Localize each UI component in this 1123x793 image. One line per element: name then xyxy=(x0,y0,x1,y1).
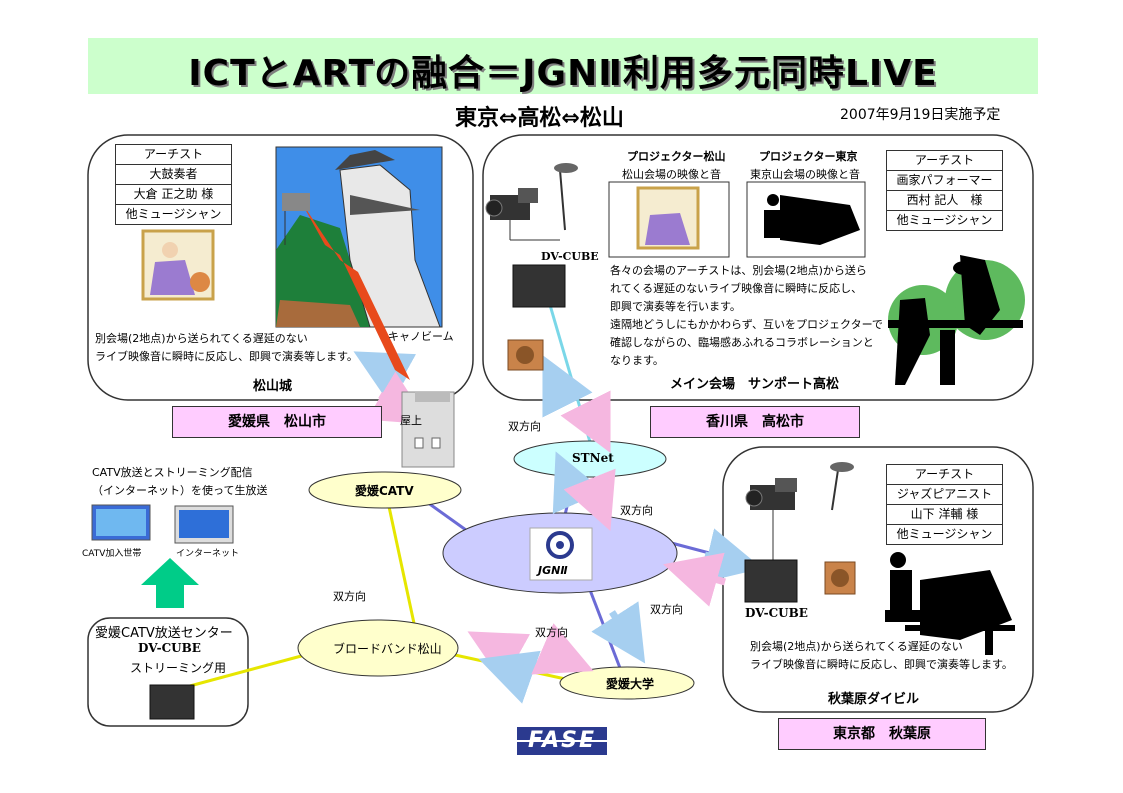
takamatsu-dvcube-label: DV-CUBE xyxy=(541,250,599,263)
catv-center-title: 愛媛CATV放送センター xyxy=(95,626,233,641)
takamatsu-artist-table: アーチスト 画家パフォーマー 西村 記人 様 他ミュージシャン xyxy=(886,150,1003,231)
table-header: アーチスト xyxy=(887,151,1002,171)
ehime-catv-label: 愛媛CATV xyxy=(355,484,414,498)
proj-tokyo-desc: 東京山会場の映像と音 xyxy=(750,168,860,181)
proj-matsuyama-desc: 松山会場の映像と音 xyxy=(622,168,721,181)
takamatsu-desc-1: 各々の会場のアーチストは、別会場(2地点)から送ら xyxy=(610,264,867,277)
catv-center-panel xyxy=(87,617,249,727)
matsuyama-region: 愛媛県 松山市 xyxy=(172,406,382,438)
route-subtitle: 東京⇔高松⇔松山 xyxy=(455,106,624,131)
fase-logo: FASE xyxy=(527,728,597,753)
event-date: 2007年9月19日実施予定 xyxy=(840,107,1001,123)
takamatsu-desc-4: 遠隔地どうしにもかかわらず、互いをプロジェクターで xyxy=(610,318,883,331)
matsuyama-desc-2: ライブ映像音に瞬時に反応し、即興で演奏等します。 xyxy=(95,350,358,363)
catv-desc-2: （インターネット）を使って生放送 xyxy=(92,484,268,497)
bidir-label-2: 双方向 xyxy=(620,504,653,517)
broadband-label: ブロードバンド松山 xyxy=(333,642,442,656)
table-header: アーチスト xyxy=(887,465,1002,485)
table-cell: 他ミュージシャン xyxy=(125,207,222,221)
bidir-label-5: 双方向 xyxy=(535,626,568,639)
jgn-label: JGNⅡ xyxy=(538,564,568,577)
table-cell: 他ミュージシャン xyxy=(896,527,993,541)
takamatsu-desc-5: 確認しながらの、臨場感あふれるコラボレーションと xyxy=(610,336,874,349)
catv-center-streaming: ストリーミング用 xyxy=(130,661,227,675)
takamatsu-region: 香川県 高松市 xyxy=(650,406,860,438)
internet-label: インターネット xyxy=(176,549,240,559)
title-band: ICTとARTの融合＝JGNⅡ利用多元同時LIVE xyxy=(88,38,1038,94)
proj-tokyo-title: プロジェクター東京 xyxy=(759,150,858,163)
table-header: アーチスト xyxy=(116,145,231,165)
matsuyama-venue: 松山城 xyxy=(253,379,293,394)
akihabara-desc-2: ライブ映像音に瞬時に反応し、即興で演奏等します。 xyxy=(750,658,1013,671)
table-cell: 画家パフォーマー xyxy=(887,171,1002,191)
stnet-label: STNet xyxy=(572,451,614,465)
rooftop-label: 屋上 xyxy=(400,414,422,427)
table-cell: 山下 洋輔 様 xyxy=(887,505,1002,525)
proj-matsuyama-title: プロジェクター松山 xyxy=(627,150,726,163)
akihabara-artist-table: アーチスト ジャズピアニスト 山下 洋輔 様 他ミュージシャン xyxy=(886,464,1003,545)
ehime-univ-label: 愛媛大学 xyxy=(606,677,655,691)
bidir-label-4: 双方向 xyxy=(650,603,683,616)
table-cell: 他ミュージシャン xyxy=(896,213,993,227)
takamatsu-desc-3: 即興で演奏等を行います。 xyxy=(610,300,741,313)
takamatsu-desc-6: なります。 xyxy=(610,354,664,367)
page-title: ICTとARTの融合＝JGNⅡ利用多元同時LIVE xyxy=(188,53,938,94)
akihabara-region: 東京都 秋葉原 xyxy=(778,718,986,750)
bidir-label-3: 双方向 xyxy=(333,590,366,603)
catv-desc-1: CATV放送とストリーミング配信 xyxy=(92,466,253,479)
takamatsu-venue: メイン会場 サンポート高松 xyxy=(670,377,840,392)
akihabara-venue: 秋葉原ダイビル xyxy=(828,692,920,707)
catv-center-dvcube: DV-CUBE xyxy=(138,641,201,655)
takamatsu-desc-2: れてくる遅延のないライブ映像音に瞬時に反応し、 xyxy=(610,282,863,295)
catv-households-label: CATV加入世帯 xyxy=(82,549,142,559)
akihabara-dvcube-label: DV-CUBE xyxy=(745,606,808,620)
matsuyama-desc-1: 別会場(2地点)から送られてくる遅延のない xyxy=(95,332,308,345)
table-cell: 西村 記人 様 xyxy=(887,191,1002,211)
cannon-label: キャノビーム xyxy=(388,330,454,343)
table-cell: 大倉 正之助 様 xyxy=(116,185,231,205)
bidir-label-1: 双方向 xyxy=(508,420,541,433)
akihabara-desc-1: 別会場(2地点)から送られてくる遅延のない xyxy=(750,640,963,653)
matsuyama-artist-table: アーチスト 大鼓奏者 大倉 正之助 様 他ミュージシャン xyxy=(115,144,232,225)
table-cell: ジャズピアニスト xyxy=(887,485,1002,505)
table-cell: 大鼓奏者 xyxy=(116,165,231,185)
